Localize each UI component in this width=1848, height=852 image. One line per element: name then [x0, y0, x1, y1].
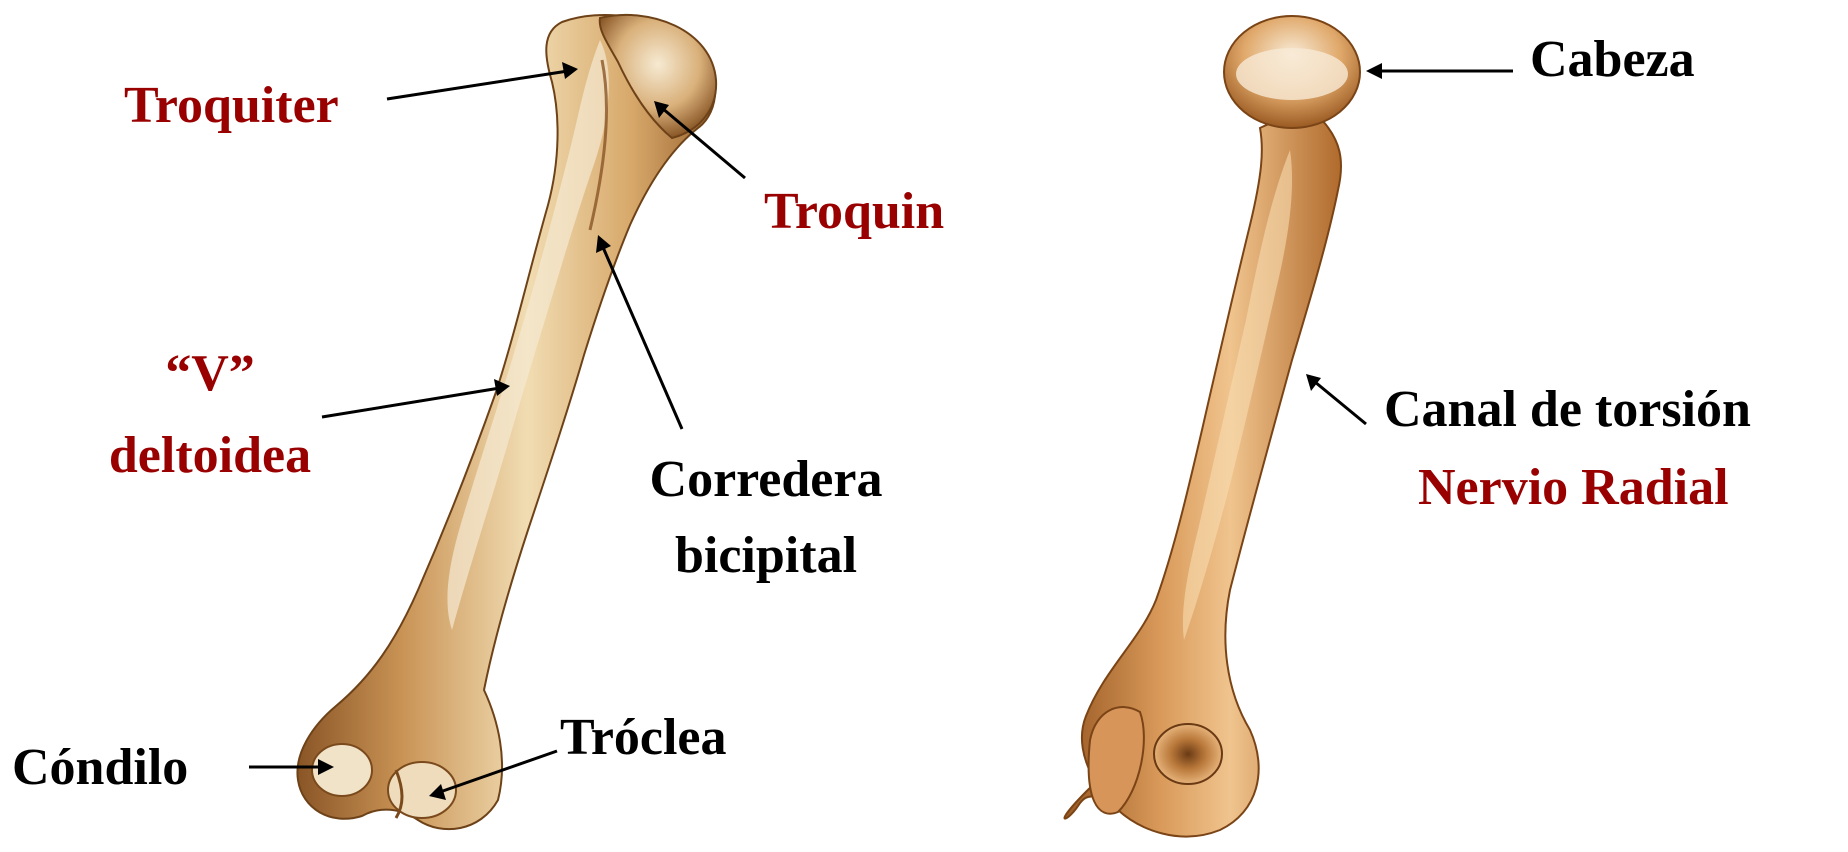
- arrow-v-deltoidea: [322, 388, 500, 417]
- label-canal-de-torsion: Canal de torsión: [1384, 384, 1751, 436]
- label-corredera-line1: Corredera: [616, 454, 916, 506]
- arrow-troquiter: [387, 71, 568, 99]
- humerus-posterior-illustration: [1065, 16, 1361, 837]
- label-cabeza: Cabeza: [1530, 34, 1695, 86]
- arrow-canal-torsion: [1315, 382, 1366, 424]
- humerus-posterior-head-rim: [1236, 48, 1348, 100]
- arrow-cabeza-head: [1366, 63, 1382, 79]
- label-troquiter: Troquiter: [124, 80, 339, 132]
- label-v-deltoidea-line1: “V”: [110, 348, 310, 400]
- label-troquin: Troquin: [764, 186, 944, 238]
- label-v-deltoidea-line2: deltoidea: [40, 430, 380, 482]
- arrow-corredera: [602, 245, 682, 429]
- label-troclea: Tróclea: [560, 712, 727, 764]
- arrow-canal-torsion-head: [1306, 374, 1321, 391]
- label-corredera-line2: bicipital: [616, 530, 916, 582]
- label-condilo: Cóndilo: [12, 742, 188, 794]
- label-nervio-radial: Nervio Radial: [1418, 462, 1729, 514]
- humerus-posterior-olecranon-fossa: [1154, 724, 1222, 784]
- humerus-anterior-illustration: [297, 15, 716, 829]
